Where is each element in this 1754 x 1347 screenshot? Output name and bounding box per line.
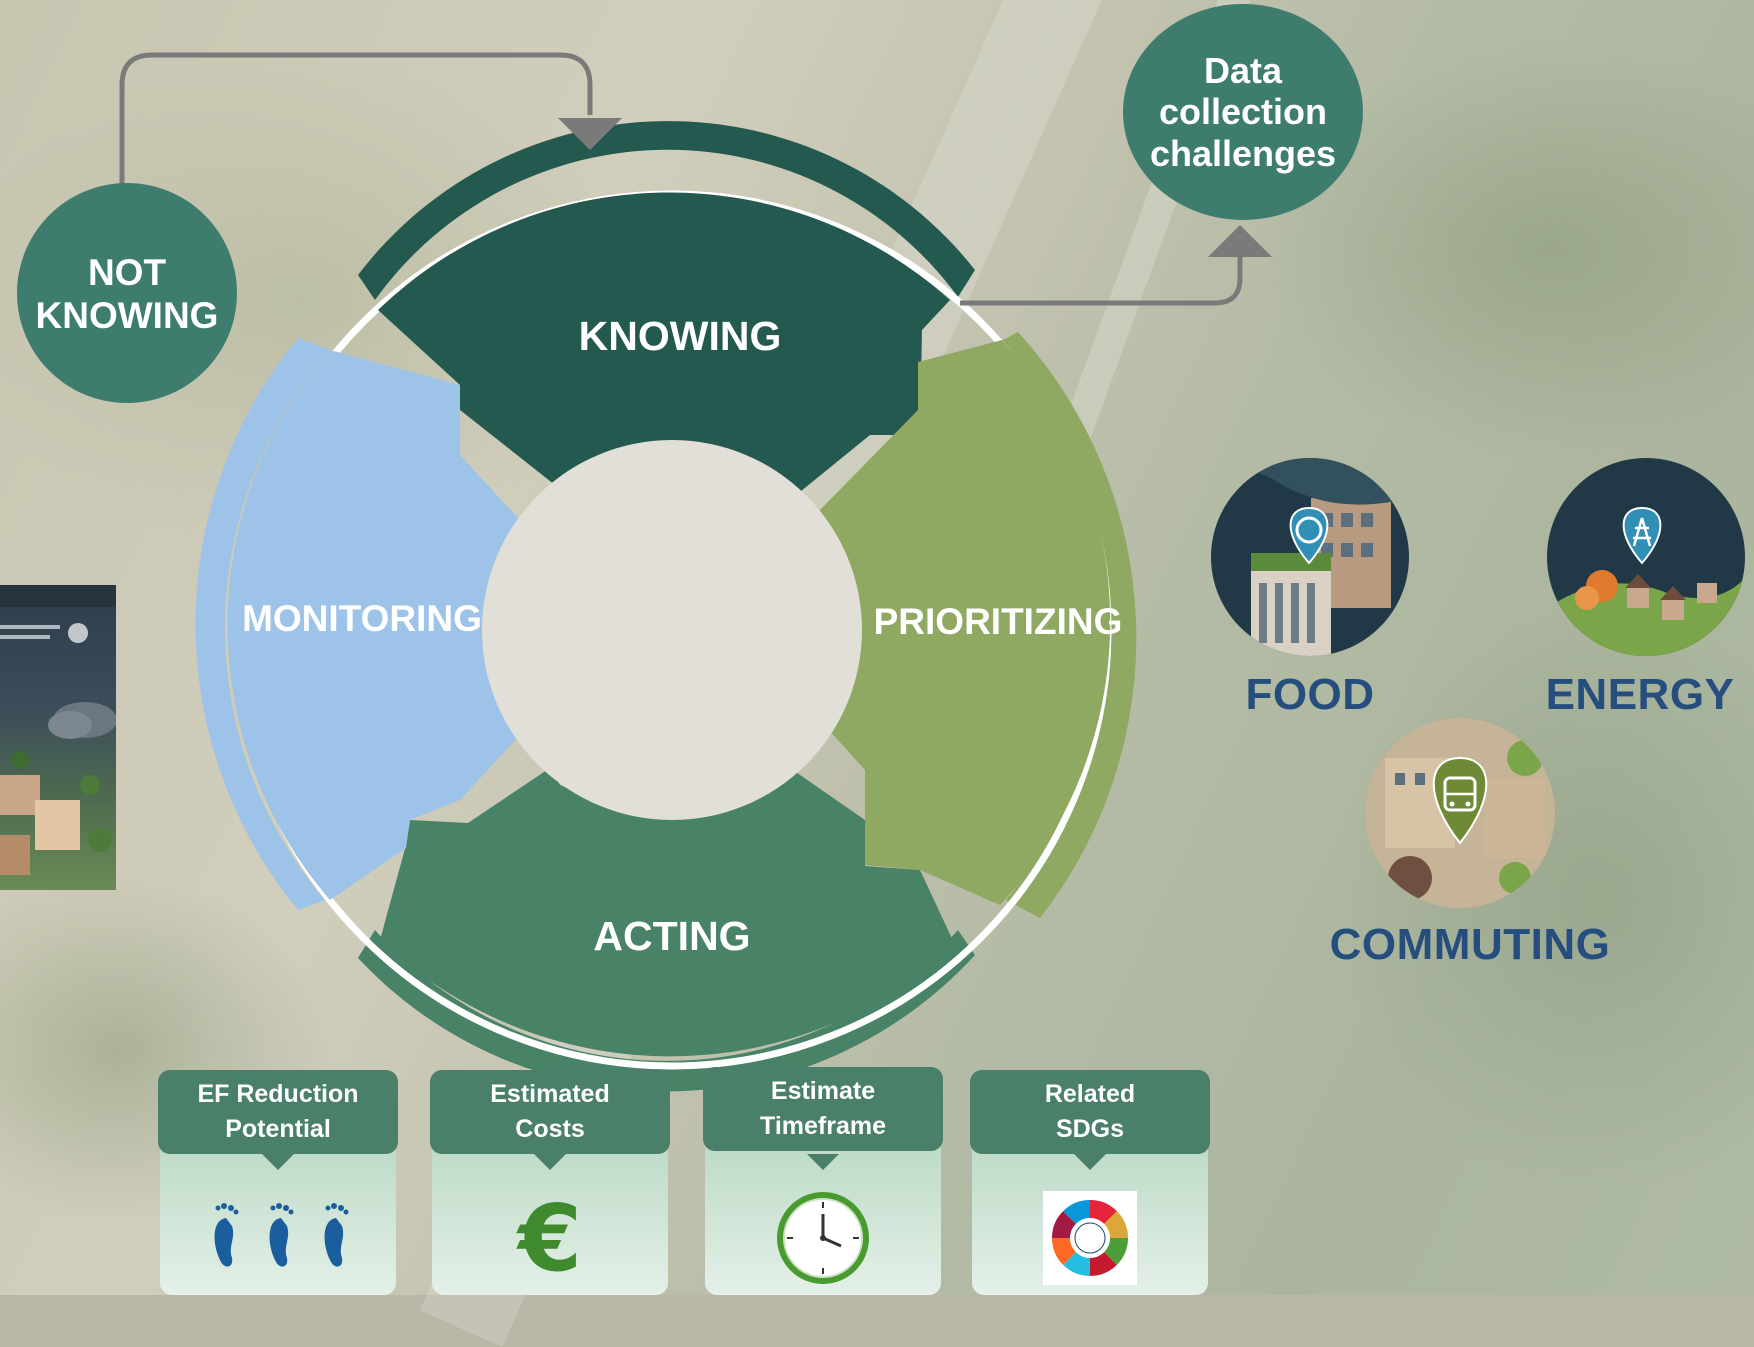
prioritizing-segment — [820, 340, 1111, 905]
outer-ring — [195, 121, 1137, 1092]
acting-segment — [380, 768, 955, 1057]
card-header: Estimated Costs — [430, 1070, 670, 1154]
data-collection-arrowhead — [1208, 225, 1272, 257]
monitoring-segment — [227, 350, 520, 900]
energy-label: ENERGY — [1545, 670, 1735, 719]
acting-label: ACTING — [593, 913, 751, 959]
energy-illustration — [1547, 458, 1745, 656]
cycle-diagram — [17, 4, 1363, 1092]
card-header: Estimate Timeframe — [703, 1067, 943, 1151]
sdg-wheel-icon — [970, 1188, 1210, 1288]
data-collection-circle — [1123, 4, 1363, 220]
food-label: FOOD — [1245, 670, 1375, 719]
card-header: Related SDGs — [970, 1070, 1210, 1154]
prioritizing-label: PRIORITIZING — [873, 601, 1123, 642]
app-screenshot — [0, 585, 117, 890]
clock-icon — [703, 1188, 943, 1288]
knowing-outer-arc — [358, 121, 975, 300]
not-knowing-arrowhead — [558, 118, 622, 150]
monitoring-outer-arc — [195, 338, 330, 910]
commuting-label: COMMUTING — [1329, 920, 1611, 969]
euro-icon: € — [517, 1184, 582, 1292]
card-ef-reduction: EF Reduction Potential — [158, 1070, 398, 1295]
center-circle — [482, 440, 862, 820]
monitoring-label: MONITORING — [242, 598, 482, 639]
not-knowing-arrow — [119, 52, 593, 185]
footprint-icon — [158, 1188, 398, 1288]
card-header: EF Reduction Potential — [158, 1070, 398, 1154]
acting-outer-arc — [358, 930, 975, 1092]
knowing-segment — [378, 192, 950, 501]
commuting-illustration — [1365, 718, 1555, 908]
food-illustration — [1211, 458, 1409, 656]
knowing-label: KNOWING — [578, 313, 782, 359]
prioritizing-outer-arc — [988, 332, 1137, 918]
not-knowing-circle — [17, 183, 237, 403]
card-estimated-costs: Estimated Costs € — [430, 1070, 670, 1295]
data-collection-arrow — [960, 255, 1243, 306]
card-related-sdgs: Related SDGs — [970, 1070, 1210, 1295]
card-estimate-timeframe: Estimate Timeframe — [703, 1067, 943, 1295]
